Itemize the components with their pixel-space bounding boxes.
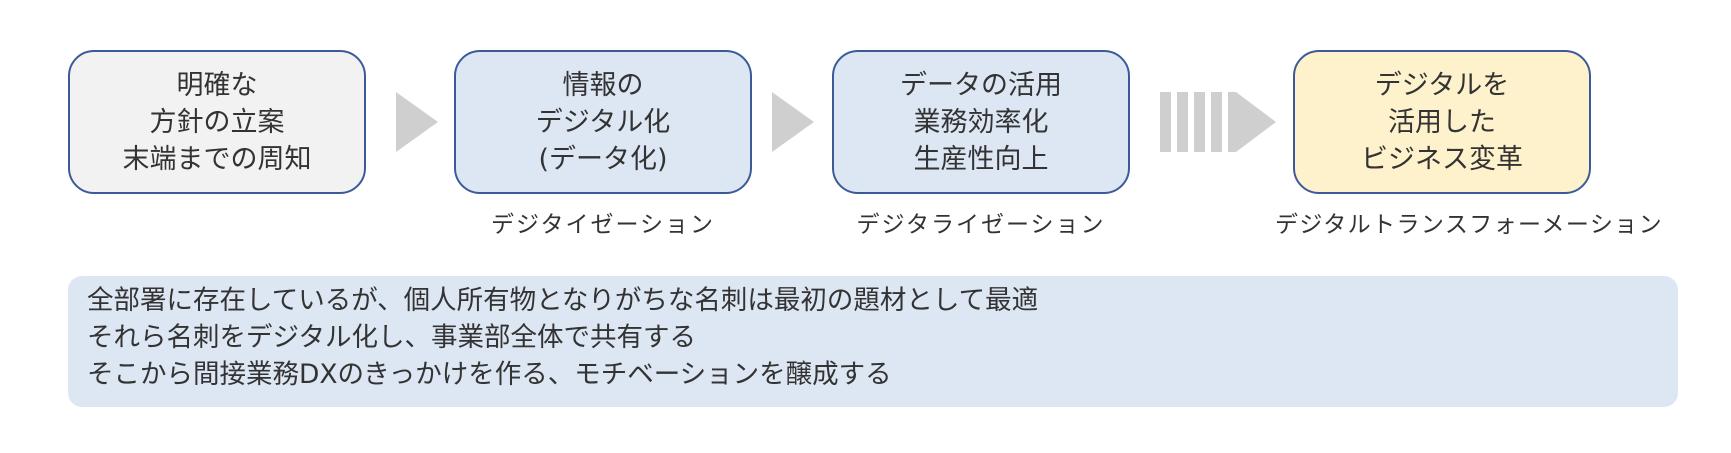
step-box-policy: 明確な 方針の立案 末端までの周知 — [68, 50, 366, 194]
step-box-line: (データ化) — [538, 143, 668, 175]
arrow-right-icon — [772, 92, 814, 152]
step-box-line: 生産性向上 — [913, 143, 1049, 175]
step-box-line: 方針の立案 — [149, 106, 285, 138]
striped-arrow-icon — [1160, 92, 1276, 152]
step-box-line: データの活用 — [900, 69, 1062, 101]
step-box-line: 末端までの周知 — [122, 143, 312, 175]
step-box-digitization: 情報の デジタル化 (データ化) — [454, 50, 752, 194]
note-line: それら名刺をデジタル化し、事業部全体で共有する — [87, 322, 696, 353]
caption-transformation: デジタルトランスフォーメーション — [1274, 212, 1664, 238]
step-box-line: 明確な — [176, 69, 258, 101]
step-box-line: 情報の — [562, 69, 644, 101]
step-box-transformation: デジタルを 活用した ビジネス変革 — [1293, 50, 1591, 194]
summary-note: 全部署に存在しているが、個人所有物となりがちな名刺は最初の題材として最適 それら… — [68, 276, 1678, 407]
note-line: そこから間接業務DXのきっかけを作る、モチベーションを醸成する — [87, 359, 892, 390]
arrow-right-icon — [396, 92, 438, 152]
step-box-line: デジタルを — [1374, 69, 1510, 101]
step-box-line: デジタル化 — [535, 106, 671, 138]
caption-digitalization: デジタライゼーション — [856, 212, 1106, 238]
caption-digitization: デジタイゼーション — [490, 212, 716, 238]
step-box-digitalization: データの活用 業務効率化 生産性向上 — [832, 50, 1130, 194]
step-box-line: 業務効率化 — [913, 106, 1049, 138]
note-line: 全部署に存在しているが、個人所有物となりがちな名刺は最初の題材として最適 — [87, 285, 1039, 316]
step-box-line: 活用した — [1388, 106, 1496, 138]
step-box-line: ビジネス変革 — [1361, 143, 1523, 175]
